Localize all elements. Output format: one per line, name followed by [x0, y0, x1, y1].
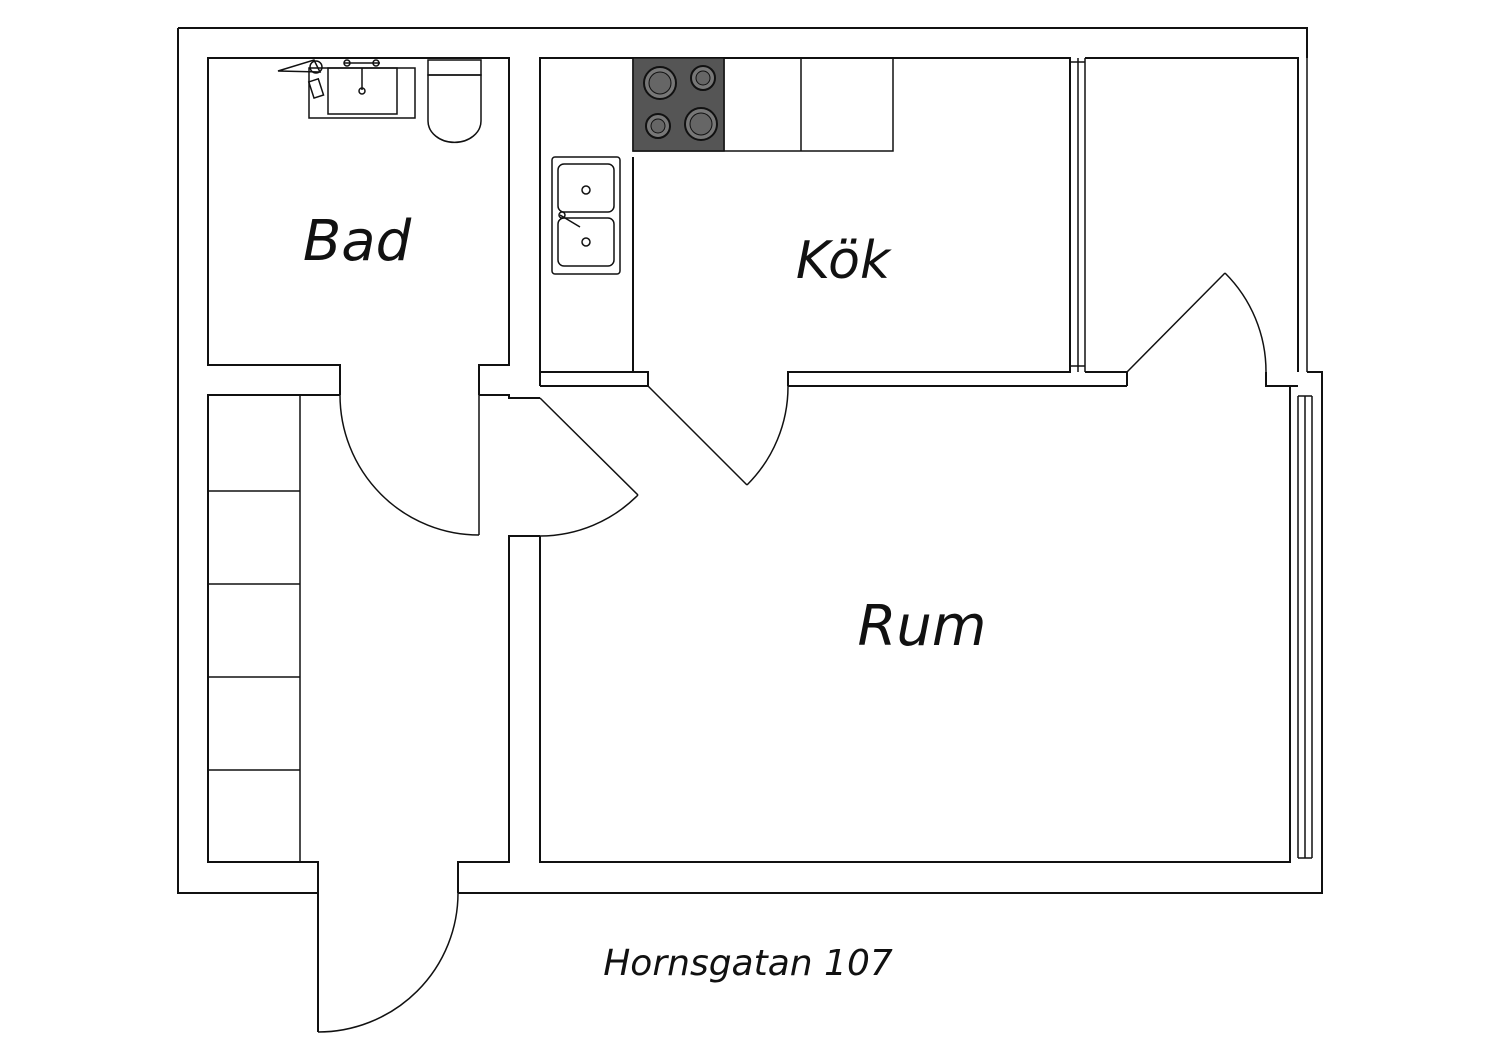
living-room-label: Rum	[858, 594, 987, 659]
bathroom-sink	[308, 59, 416, 119]
kitchen-window	[1069, 58, 1086, 372]
toilet	[427, 59, 482, 144]
bathroom-walls	[207, 57, 510, 395]
bathroom-label: Bad	[303, 209, 412, 274]
kitchen-label: Kök	[796, 231, 892, 291]
kitchen-living-door	[647, 385, 789, 486]
stove	[632, 57, 725, 152]
address-caption: Hornsgatan 107	[603, 943, 893, 984]
living-room-walls	[539, 385, 1291, 863]
entrance-door	[317, 892, 459, 1033]
kitchen-sink	[551, 156, 621, 275]
small-room-walls	[1085, 57, 1299, 387]
kitchen-hall-door	[539, 397, 639, 537]
shower-head-icon	[277, 59, 325, 100]
small-room-door	[1126, 272, 1267, 373]
exterior-wall	[177, 27, 1323, 894]
wardrobe	[207, 394, 301, 863]
bathroom-door	[339, 394, 480, 536]
right-window	[1297, 58, 1313, 859]
